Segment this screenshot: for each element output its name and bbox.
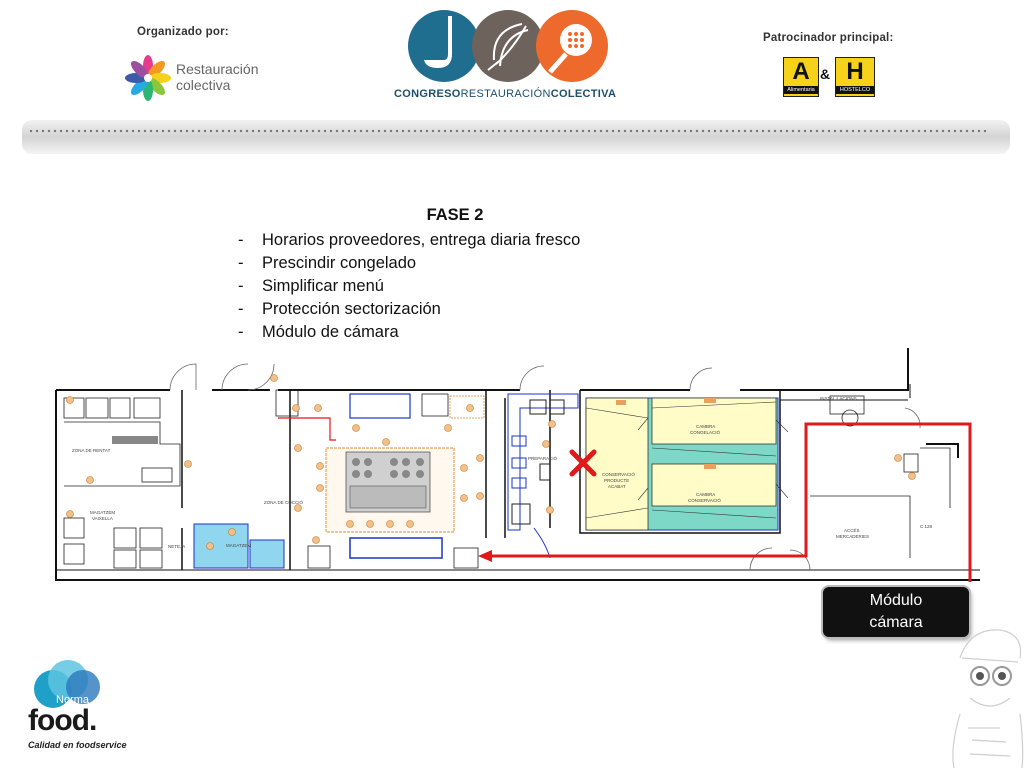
acces-label2: MERCADERIES <box>836 534 869 539</box>
acces-label1: ACCÉS <box>844 527 860 533</box>
goods-flow-arrow <box>482 432 808 558</box>
bullet-item: Prescindir congelado <box>238 252 580 275</box>
magatzem-vaixella-label1: MAGATZEM <box>90 510 115 515</box>
c128-label: C 128 <box>920 524 933 529</box>
washing-station-2 <box>249 539 285 569</box>
phase-bullet-list: Horarios proveedores, entrega diaria fre… <box>238 229 580 344</box>
camera-module-outline <box>804 422 972 582</box>
sponsor-label: Patrocinador principal: <box>763 32 894 44</box>
dotted-line <box>28 129 988 133</box>
washing-station <box>193 523 249 569</box>
neteja-label: NETEJA <box>168 544 185 549</box>
congreso-logo: CONGRESORESTAURACIÓNCOLECTIVA <box>392 8 632 108</box>
camera-module-label: Módulo cámara <box>823 587 969 637</box>
conservacio-label3: ACABAT <box>608 484 626 489</box>
phase-title: FASE 2 <box>426 206 484 224</box>
event-name-part2: RESTAURACIÓN <box>460 88 551 100</box>
preparation-area <box>507 393 579 559</box>
logo-circle-blue <box>66 670 100 704</box>
cambra-congelacio-label2: CONGELACIÓ <box>690 429 721 435</box>
plan-walls <box>55 348 980 581</box>
alimentaria-letter: A <box>792 58 810 85</box>
flower-icon <box>125 55 171 101</box>
magatzem-vaixella-label2: VAIXELLA <box>92 516 113 521</box>
whisk-circle-icon <box>472 10 544 82</box>
event-name-part3: COLECTIVA <box>550 88 617 100</box>
cooking-zone <box>275 389 485 569</box>
chef-illustration <box>952 629 1024 768</box>
equipment-markers <box>66 374 916 550</box>
event-name-part1: CONGRESO <box>394 88 461 100</box>
camera-module-label-line1: Módulo <box>869 592 923 609</box>
door-swings <box>169 363 921 571</box>
goods-access-area <box>810 395 959 558</box>
organizer-logo-line2: colectiva <box>176 77 231 93</box>
alimentaria-badge: A Alimentaria <box>783 57 819 97</box>
sponsor-logo: A Alimentaria & H HOSTELCO <box>783 57 877 97</box>
skimmer-circle-icon <box>536 10 608 82</box>
ampersand: & <box>820 66 831 82</box>
cambra-congelacio-label1: CAMBRA <box>696 424 715 429</box>
washing-zone <box>63 397 181 569</box>
hostelco-badge: H HOSTELCO <box>835 57 875 97</box>
zona-rentat-label: ZONA DE RENTAT <box>72 448 111 453</box>
food-text: food. <box>28 704 97 737</box>
blocked-access-x-icon <box>569 449 597 477</box>
camera-module-label-line2: cámara <box>869 614 923 631</box>
bullet-item: Simplificar menú <box>238 275 580 298</box>
hostelco-letter: H <box>846 58 864 85</box>
event-name: CONGRESORESTAURACIÓNCOLECTIVA <box>394 88 616 100</box>
hostelco-caption: HOSTELCO <box>836 86 874 94</box>
organized-by-label: Organizado por: <box>137 26 229 38</box>
installacions-label: INSTAL·LACIONS <box>820 396 857 401</box>
bullet-item: Horarios proveedores, entrega diaria fre… <box>238 229 580 252</box>
cold-rooms <box>585 397 789 531</box>
arrow-head-icon <box>478 550 492 562</box>
cambra-conservacio-label2: CONSERVACIÓ <box>688 497 721 503</box>
norma-food-logo: Norma food. Calidad en foodservice <box>26 660 127 752</box>
conservacio-label2: PRODUCTE <box>604 478 629 483</box>
ladle-circle-icon <box>408 10 480 82</box>
magatzem-label: MAGATZEM <box>226 543 251 548</box>
zona-coccio-label: ZONA DE COCCIÓ <box>264 499 304 505</box>
restauracion-colectiva-logo: Restauración colectiva <box>122 52 262 104</box>
preparacio-label: PREPARACIÓ <box>528 455 558 461</box>
norma-text: Norma <box>56 694 90 706</box>
header-separator <box>22 120 1010 154</box>
bullet-item: Protección sectorización <box>238 298 580 321</box>
cambra-conservacio-label1: CAMBRA <box>696 492 715 497</box>
bullet-item: Módulo de cámara <box>238 321 580 344</box>
alimentaria-caption: Alimentaria <box>784 86 818 94</box>
tagline-text: Calidad en foodservice <box>28 740 127 750</box>
kitchen-floor-plan: ZONA DE RENTAT MAGATZEM VAIXELLA NETEJA … <box>55 348 980 582</box>
organizer-logo-line1: Restauración <box>176 61 259 77</box>
conservacio-label1: CONSERVACIÓ <box>602 471 635 477</box>
